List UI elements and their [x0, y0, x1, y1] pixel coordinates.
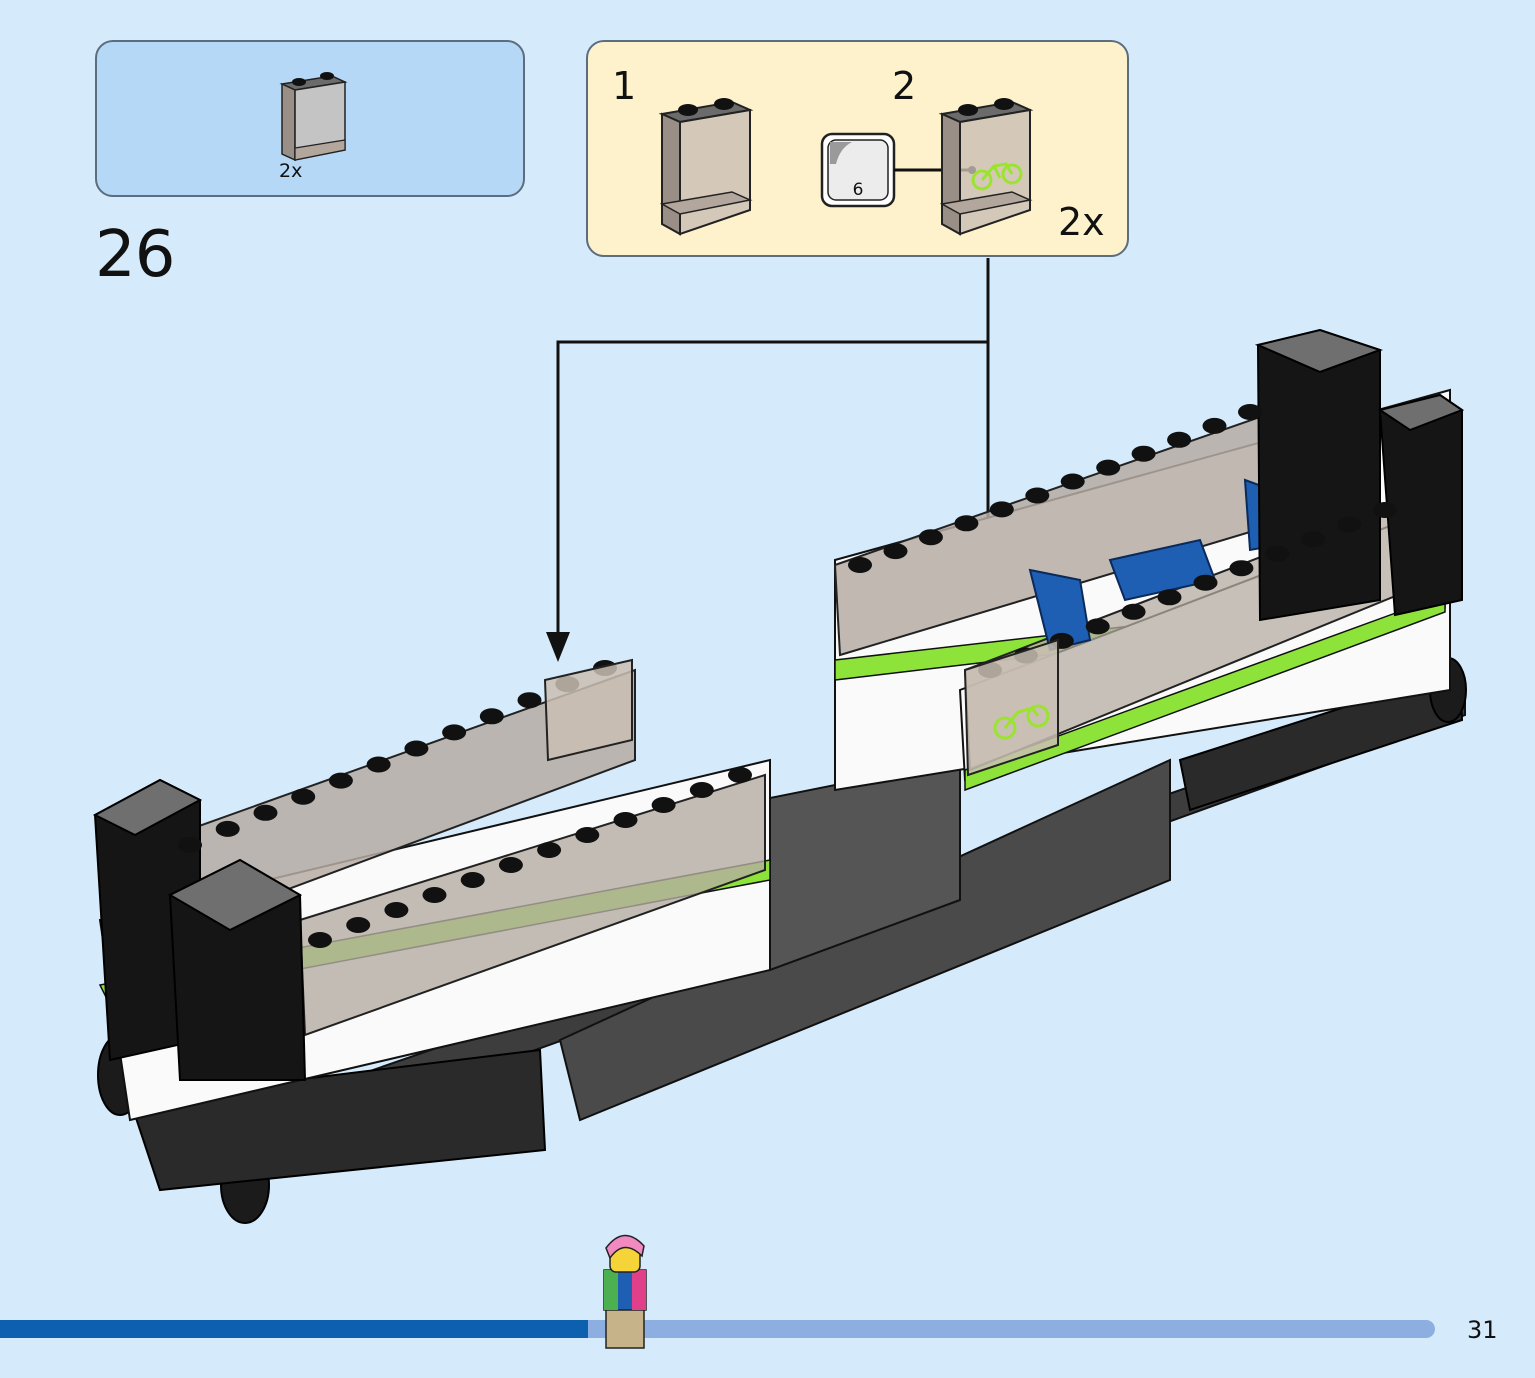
page-number: 31	[1467, 1316, 1498, 1344]
stud	[989, 501, 1014, 518]
stud	[1337, 516, 1362, 533]
stud	[460, 872, 485, 888]
left-car-body	[92, 668, 771, 1122]
transparent-panel-icon	[658, 98, 754, 236]
stud	[442, 724, 467, 741]
stud	[1238, 404, 1262, 420]
stud	[918, 529, 943, 546]
stud	[689, 782, 714, 798]
part-quantity: 2x	[279, 160, 303, 182]
parts-list-box: 2x	[95, 40, 525, 197]
bicycle-icon	[971, 162, 1023, 191]
sub-step-1-label: 1	[612, 64, 637, 108]
stud	[517, 692, 542, 709]
stud	[479, 708, 504, 725]
stud	[308, 932, 332, 948]
stud	[1096, 459, 1121, 476]
transparent-panel-icon	[279, 72, 348, 162]
stud	[537, 842, 562, 858]
sub-assembly-box: 1 2 6	[586, 40, 1129, 257]
stud	[1085, 618, 1110, 635]
stud	[1167, 431, 1192, 448]
stud	[1193, 574, 1218, 591]
stud	[1265, 545, 1290, 562]
transparent-panel-icon	[938, 98, 1034, 236]
stud	[422, 887, 447, 903]
stud	[1301, 531, 1326, 548]
train-chassis	[198, 688, 1466, 1162]
sub-assembly-multiplier: 2x	[1058, 200, 1105, 244]
step-number: 26	[95, 218, 175, 292]
stud	[651, 797, 676, 813]
minifigure-icon	[603, 1234, 647, 1349]
stud	[575, 827, 600, 843]
stud	[346, 917, 371, 933]
bicycle-icon	[993, 704, 1050, 740]
stud	[366, 756, 391, 773]
stud	[328, 772, 353, 789]
stud	[1025, 487, 1050, 504]
sticker-number: 6	[853, 180, 864, 200]
studs	[178, 404, 1397, 948]
stud	[1157, 589, 1182, 606]
stud	[1229, 560, 1254, 577]
stud	[384, 902, 409, 918]
progress-bar	[0, 1320, 1435, 1338]
sub-assembly-illustration: 6	[658, 98, 1034, 236]
stud	[1202, 417, 1227, 434]
stud	[1131, 445, 1156, 462]
stud	[253, 804, 278, 821]
right-car-body	[833, 328, 1465, 792]
stud	[728, 767, 752, 783]
stud	[1373, 502, 1397, 518]
stud	[178, 837, 202, 853]
new-panels	[543, 638, 1059, 777]
stud	[404, 740, 429, 757]
stud	[954, 515, 979, 532]
stud	[291, 788, 316, 805]
stud	[498, 857, 523, 873]
stud	[848, 557, 872, 573]
stud	[1121, 603, 1146, 620]
stud	[215, 820, 240, 837]
stud	[883, 543, 908, 560]
stud	[613, 812, 638, 828]
sub-step-2-label: 2	[892, 64, 917, 108]
stud	[1060, 473, 1085, 490]
